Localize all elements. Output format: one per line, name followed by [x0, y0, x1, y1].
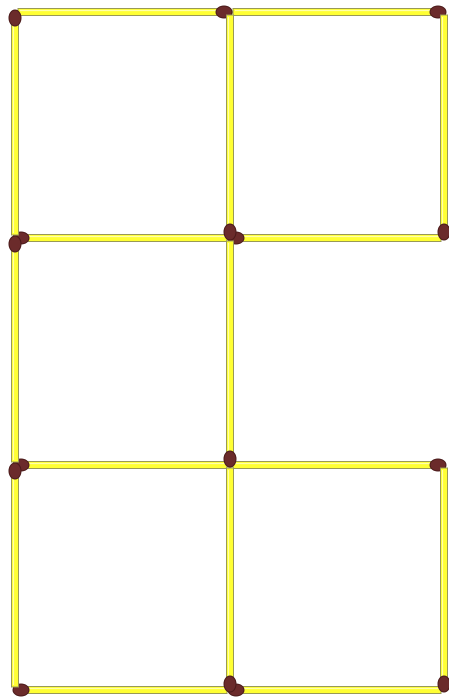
matchstick-h-r3-c1[interactable] — [228, 684, 441, 696]
matchstick-h-r1-c0[interactable] — [13, 232, 227, 244]
matchstick-body — [233, 9, 441, 16]
matchstick-body — [441, 15, 448, 235]
matchstick-v-r2-c2[interactable] — [438, 468, 449, 692]
matchstick-h-r3-c0[interactable] — [13, 684, 227, 696]
matchstick-body — [233, 235, 441, 242]
matchstick-head — [438, 676, 449, 692]
matchstick-h-r0-c0[interactable] — [18, 6, 232, 18]
matchstick-body — [18, 687, 227, 694]
matchstick-body — [18, 462, 227, 469]
matchstick-v-r0-c0[interactable] — [9, 10, 21, 235]
matchstick-body — [227, 15, 234, 235]
matchstick-head — [9, 236, 21, 252]
matchstick-v-r0-c2[interactable] — [438, 15, 449, 240]
matchstick-v-r0-c1[interactable] — [224, 15, 236, 240]
matchstick-body — [441, 468, 448, 687]
matchstick-v-r1-c0[interactable] — [9, 236, 21, 462]
matchstick-body — [227, 241, 234, 462]
matchstick-head — [224, 451, 236, 467]
matchstick-body — [12, 241, 19, 462]
matchstick-body — [12, 468, 19, 687]
matchstick-body — [233, 687, 441, 694]
matchstick-h-r2-c1[interactable] — [233, 459, 446, 471]
matchstick-h-r2-c0[interactable] — [13, 459, 227, 471]
matchstick-v-r2-c1[interactable] — [224, 468, 236, 692]
matchstick-body — [18, 9, 227, 16]
matchstick-head — [224, 224, 236, 240]
matchstick-head — [438, 224, 449, 240]
matchstick-h-r0-c1[interactable] — [233, 6, 446, 18]
matchstick-head — [9, 463, 21, 479]
matchstick-head — [224, 676, 236, 692]
matchstick-h-r1-c1[interactable] — [228, 232, 441, 244]
matchstick-v-r1-c1[interactable] — [224, 241, 236, 467]
matchstick-head — [9, 10, 21, 26]
matchstick-body — [227, 468, 234, 687]
matchstick-body — [12, 15, 19, 235]
matchstick-v-r2-c0[interactable] — [9, 463, 21, 687]
matchstick-body — [233, 462, 441, 469]
matchstick-body — [18, 235, 227, 242]
